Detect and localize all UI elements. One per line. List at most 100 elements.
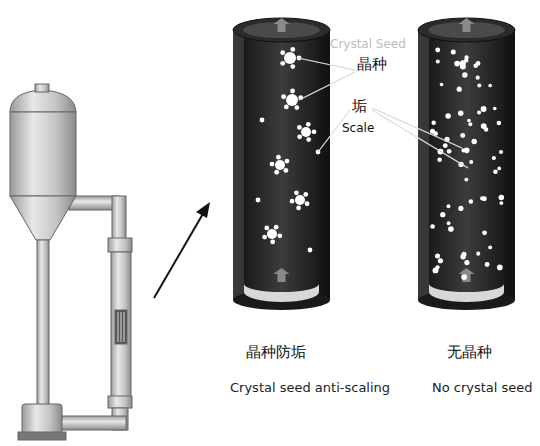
scale-particle (431, 120, 435, 124)
scale-particle (462, 72, 468, 78)
scale-particle (294, 190, 299, 195)
scale-particle (435, 265, 439, 269)
scale-particle (477, 110, 481, 114)
crystal-seed (301, 127, 311, 137)
scale-particle (468, 122, 472, 126)
crystal-seed (284, 52, 296, 64)
scale-particle (440, 83, 444, 87)
scale-particle (497, 167, 501, 171)
leader-line (299, 72, 355, 100)
pump-base (18, 432, 66, 440)
scale-particle (303, 192, 308, 197)
pump (22, 404, 62, 434)
scale-particle (280, 61, 285, 66)
exchanger-flange (108, 396, 132, 408)
scale-particle (306, 137, 311, 142)
leader-lines (298, 58, 468, 168)
leader-line (298, 58, 355, 70)
leader-line (372, 110, 468, 168)
crystal-seed (295, 195, 305, 205)
scale-particle (436, 59, 440, 63)
pipe-bend (112, 196, 126, 244)
scale-particle (448, 226, 454, 232)
label-text: No crystal seed (432, 381, 533, 395)
scale-particle (451, 50, 456, 55)
label-text: Scale (342, 122, 374, 135)
scale-particle (443, 143, 448, 148)
scale-particle (477, 83, 481, 87)
scale-particle (482, 230, 487, 235)
scale-particle (488, 84, 492, 88)
leader-line (372, 108, 462, 148)
scale-particle (454, 61, 460, 67)
tube-interior (429, 30, 504, 292)
crystal-seed (275, 160, 285, 170)
scale-particle (290, 47, 295, 52)
scale-particle (305, 201, 310, 206)
flow-arrow (274, 18, 290, 32)
scale-particle (274, 170, 279, 175)
scale-particle (481, 123, 487, 129)
scale-particle (476, 76, 480, 80)
scale-particle (458, 206, 463, 211)
scale-particle (457, 87, 462, 92)
scale-particle (264, 226, 269, 231)
scale-particle (469, 160, 473, 164)
scale-particle (276, 155, 281, 160)
scale-particle (285, 159, 290, 164)
scale-particle (440, 212, 445, 217)
scale-particle (297, 134, 302, 139)
scale-particle (461, 274, 467, 280)
tube-interior (244, 30, 319, 292)
vessel-nozzle (35, 84, 49, 92)
scale-particle (430, 224, 435, 229)
tube-bottom-opening (429, 284, 504, 302)
vessel-dome (10, 90, 76, 112)
scale-particle (290, 199, 295, 204)
heat-exchanger (111, 252, 131, 402)
scale-particle (488, 245, 492, 249)
exchanger-flange (108, 238, 132, 252)
evaporator-illustration (10, 84, 132, 440)
scale-particle (308, 248, 313, 253)
scale-particle (473, 63, 478, 68)
scale-particle (497, 265, 503, 271)
scale-particle (262, 235, 267, 240)
scale-particle (481, 106, 487, 112)
scale-particle (471, 139, 476, 144)
scale-particle (480, 196, 484, 200)
scale-particle (437, 157, 442, 162)
tube-top-rim (418, 18, 515, 42)
scale-particle (281, 94, 286, 99)
scale-particle (464, 260, 469, 265)
scale-particle (297, 125, 302, 130)
scale-particle (485, 262, 490, 267)
flow-arrow (274, 268, 290, 282)
flow-arrow (459, 18, 475, 32)
scale-particle (277, 233, 282, 238)
scale-particle (460, 60, 466, 66)
scale-particle (294, 105, 299, 110)
scale-particle (458, 111, 463, 116)
scale-particle (499, 195, 505, 201)
scale-particle (274, 225, 279, 230)
scale-particle (464, 178, 468, 182)
pointer-arrow (154, 202, 210, 298)
scale-particle (270, 162, 275, 167)
scale-particle (438, 258, 443, 263)
label-text: 晶种防垢 (246, 344, 306, 361)
scale-particle (469, 199, 474, 204)
label-text: Crystal seed anti-scaling (230, 381, 390, 395)
scale-particle (499, 150, 503, 154)
scale-particle (270, 240, 275, 245)
leader-line (299, 72, 355, 100)
leader-line (372, 108, 462, 148)
scale-particle (290, 64, 295, 69)
crystal-seed (286, 94, 298, 106)
tube-wall (233, 30, 330, 300)
scale-particle (499, 201, 503, 205)
label-text: Crystal Seed (330, 38, 406, 51)
exchanger-window (115, 310, 127, 344)
